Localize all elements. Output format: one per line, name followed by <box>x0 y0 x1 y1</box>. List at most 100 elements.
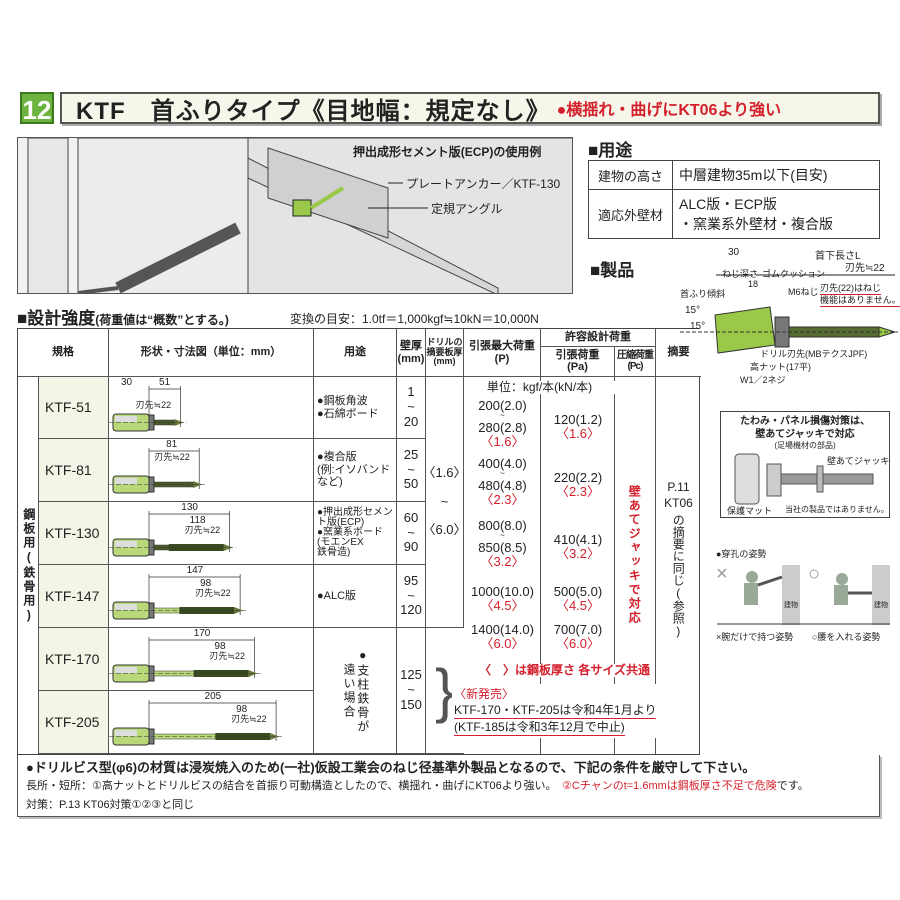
anchor-label: プレートアンカー／KTF-130 <box>406 177 561 191</box>
pa-thickness: 〈4.5〉 <box>555 598 601 613</box>
note-pros: 長所・短所：①高ナットとドリルビスの結合を首振り可動構造としたので、横揺れ・曲げ… <box>26 780 551 792</box>
tilde: ~ <box>500 411 505 420</box>
wall-text: 60 <box>403 509 419 525</box>
wall-text: 20 <box>403 413 419 429</box>
w-label: W1／2ネジ <box>740 375 786 385</box>
dim-label: 130 <box>181 502 198 513</box>
dim-18: 18 <box>748 279 759 289</box>
note-warning-end: です。 <box>776 780 809 792</box>
notes-box: ●ドリルビス型(φ6)の材質は浸炭焼入のため(一社)仮設工業会のねじ径基準外製品… <box>17 755 880 817</box>
use-text: ●複合版 <box>317 451 357 464</box>
header-text: 引張荷重 <box>555 348 600 361</box>
pa-thickness: 〈3.2〉 <box>555 546 601 561</box>
column-pc <box>615 377 656 754</box>
section-number: 12 <box>20 92 54 125</box>
angle-lower: 15° <box>690 321 706 332</box>
header-text: (Pc) <box>627 360 644 372</box>
pa-value: 120(1.2) <box>553 412 603 427</box>
tilde: ~ <box>500 469 505 478</box>
wall-text: 95 <box>403 572 419 588</box>
drilling-posture-drawing <box>717 565 890 625</box>
wall-text: ~ <box>407 587 415 603</box>
tilt-label: 首ふり傾斜 <box>680 289 726 299</box>
illustration-caption: 押出成形セメント版(ECP)の使用例 <box>353 145 542 159</box>
jack-box: たわみ・パネル損傷対策は、 壁あてジャッキで対応 (足場機材の部品) 壁あてジャ… <box>720 411 890 518</box>
wall-text: 120 <box>400 602 422 618</box>
drill-text: 〈1.6〉 <box>422 464 467 480</box>
header-spec: 規格 <box>18 329 109 377</box>
note-main: ●ドリルビス型(φ6)の材質は浸炭焼入のため(一社)仮設工業会のねじ径基準外製品… <box>26 760 756 775</box>
pmax-value: 800(8.0) <box>478 518 527 533</box>
jack-title-2: 壁あてジャッキで対応 <box>755 429 855 440</box>
header-text: 引張最大荷重 <box>469 339 535 352</box>
angle-upper: 15° <box>685 305 701 316</box>
header-pc: 圧縮荷重(Pc) <box>615 347 656 377</box>
wall-text: 1 <box>407 384 415 400</box>
dim-thread: ねじ深さ <box>722 269 759 279</box>
header-text: (mm) <box>397 352 425 365</box>
strength-subtitle: (荷重値は“概数”とする。) <box>95 313 229 327</box>
building-label: 建物 <box>874 602 888 609</box>
dim-label: 98 <box>236 704 248 715</box>
pmax-value: 1400(14.0) <box>471 622 534 637</box>
wall-text: ~ <box>407 399 415 415</box>
header-shape: 形状・寸法図（単位：mm） <box>109 329 314 377</box>
dim-label: 51 <box>159 377 171 388</box>
pmax-value-2: 850(8.5) <box>478 540 527 555</box>
pmax-thickness: 〈4.5〉 <box>480 598 525 613</box>
table-row: 建物の高さ中層建物35m以下(目安) <box>588 160 880 190</box>
remarks-text: の摘要に同じ(参照) <box>671 514 686 638</box>
dim-L: 首下長さL <box>815 251 861 262</box>
strength-heading: ■設計強度(荷重値は“概数”とする。) <box>17 304 229 329</box>
use-cell: ●鋼板角波●石綿ボード <box>314 377 397 439</box>
new-label: 〈新発売〉 <box>454 687 515 701</box>
dim-tip: 刃先≒22 <box>845 263 885 274</box>
anchor-bolt-drawing <box>109 700 283 746</box>
header-text: 用途 <box>344 346 366 359</box>
spec-cell: KTF-170 <box>39 628 109 691</box>
wall-cell: 95~120 <box>397 565 426 628</box>
wall-text: 50 <box>403 476 419 492</box>
long-wall-cell: 125~150 <box>397 628 426 754</box>
new-release-box: 〈新発売〉KTF-170・KTF-205は令和4年1月より(KTF-185は令和… <box>452 684 672 738</box>
title-bar: KTF 首ふりタイプ《目地幅：規定なし》 ●横揺れ・曲げにKT06より強い <box>60 92 880 125</box>
rubber-label: ゴムクッション <box>762 269 826 279</box>
brace-icon: } <box>434 657 456 724</box>
angle-label: 定規アングル <box>431 202 503 216</box>
use-text: ●窯業系ボード <box>317 527 384 538</box>
header-drill: ドリルの摘要板厚(mm) <box>426 329 464 377</box>
header-text: (Pa) <box>567 360 588 373</box>
wall-cell: 25~50 <box>397 439 426 502</box>
usage-label: 適応外壁材 <box>588 189 673 239</box>
header-text: ドリルの摘要板厚 <box>426 337 463 357</box>
jack-sub: (足場機材の部品) <box>774 441 836 450</box>
drill-cell-blank: } <box>426 628 464 754</box>
note-measure: 対策：P.13 KT06対策①②③と同じ <box>26 799 195 811</box>
header-text: 摘要 <box>667 346 690 359</box>
building-label: 建物 <box>784 602 798 609</box>
spec-cell: KTF-205 <box>39 691 109 754</box>
conversion-note: 変換の目安：1.0tf＝1,000kgf≒10kN＝10,000N <box>290 312 539 326</box>
anchor-bolt-drawing <box>109 511 236 557</box>
dim-label: 98 <box>214 641 226 652</box>
wall-text: ~ <box>407 461 415 477</box>
column-p <box>464 377 541 754</box>
page-title: KTF 首ふりタイプ《目地幅：規定なし》 <box>76 97 551 125</box>
nut-label: 高ナット(17平) <box>750 362 812 372</box>
tip-label: 刃先≒22 <box>184 525 221 535</box>
header-text: 圧縮荷重 <box>617 350 654 361</box>
strength-table: 規格形状・寸法図（単位：mm）用途壁厚(mm)ドリルの摘要板厚(mm)引張最大荷… <box>17 328 701 755</box>
usage-value: 中層建物35m以下(目安) <box>672 160 880 190</box>
dim-30: 30 <box>728 247 740 258</box>
anchor-bolt-drawing <box>109 448 206 494</box>
drill-label: ドリル刃先(MBテクスJPF) <box>760 349 868 359</box>
bad-posture-label: ×腕だけで持つ姿勢 <box>716 632 794 642</box>
wall-text: ~ <box>407 682 415 698</box>
dim-label: 118 <box>189 515 206 526</box>
header-pmax: 引張最大荷重(P) <box>464 329 541 377</box>
pmax-thickness: 〈6.0〉 <box>480 636 525 651</box>
tagline: ●横揺れ・曲げにKT06より強い <box>556 102 782 119</box>
remarks-page: P.11 <box>667 480 690 494</box>
